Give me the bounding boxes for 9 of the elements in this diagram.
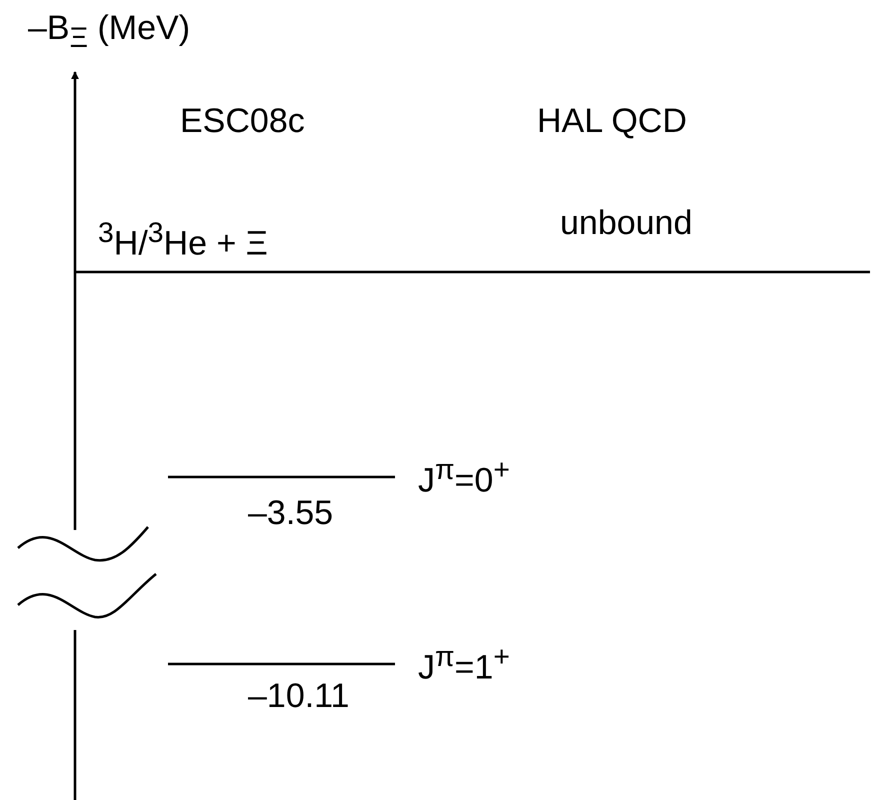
model-heading: ESC08c bbox=[180, 103, 305, 140]
energy-value: –10.11 bbox=[248, 678, 350, 716]
model-heading: HAL QCD bbox=[537, 103, 687, 140]
level-label: J$^{π}$=1$^{+}$ bbox=[418, 642, 510, 687]
energy-value: –3.55 bbox=[248, 495, 334, 532]
axis-label: –B$_{Ξ}$ (MeV) bbox=[28, 10, 190, 54]
state-note: unbound bbox=[560, 205, 692, 242]
threshold-label: $^{3}$H/$^{3}$He + Ξ bbox=[98, 218, 268, 263]
level-label: J$^{π}$=0$^{+}$ bbox=[418, 455, 510, 500]
